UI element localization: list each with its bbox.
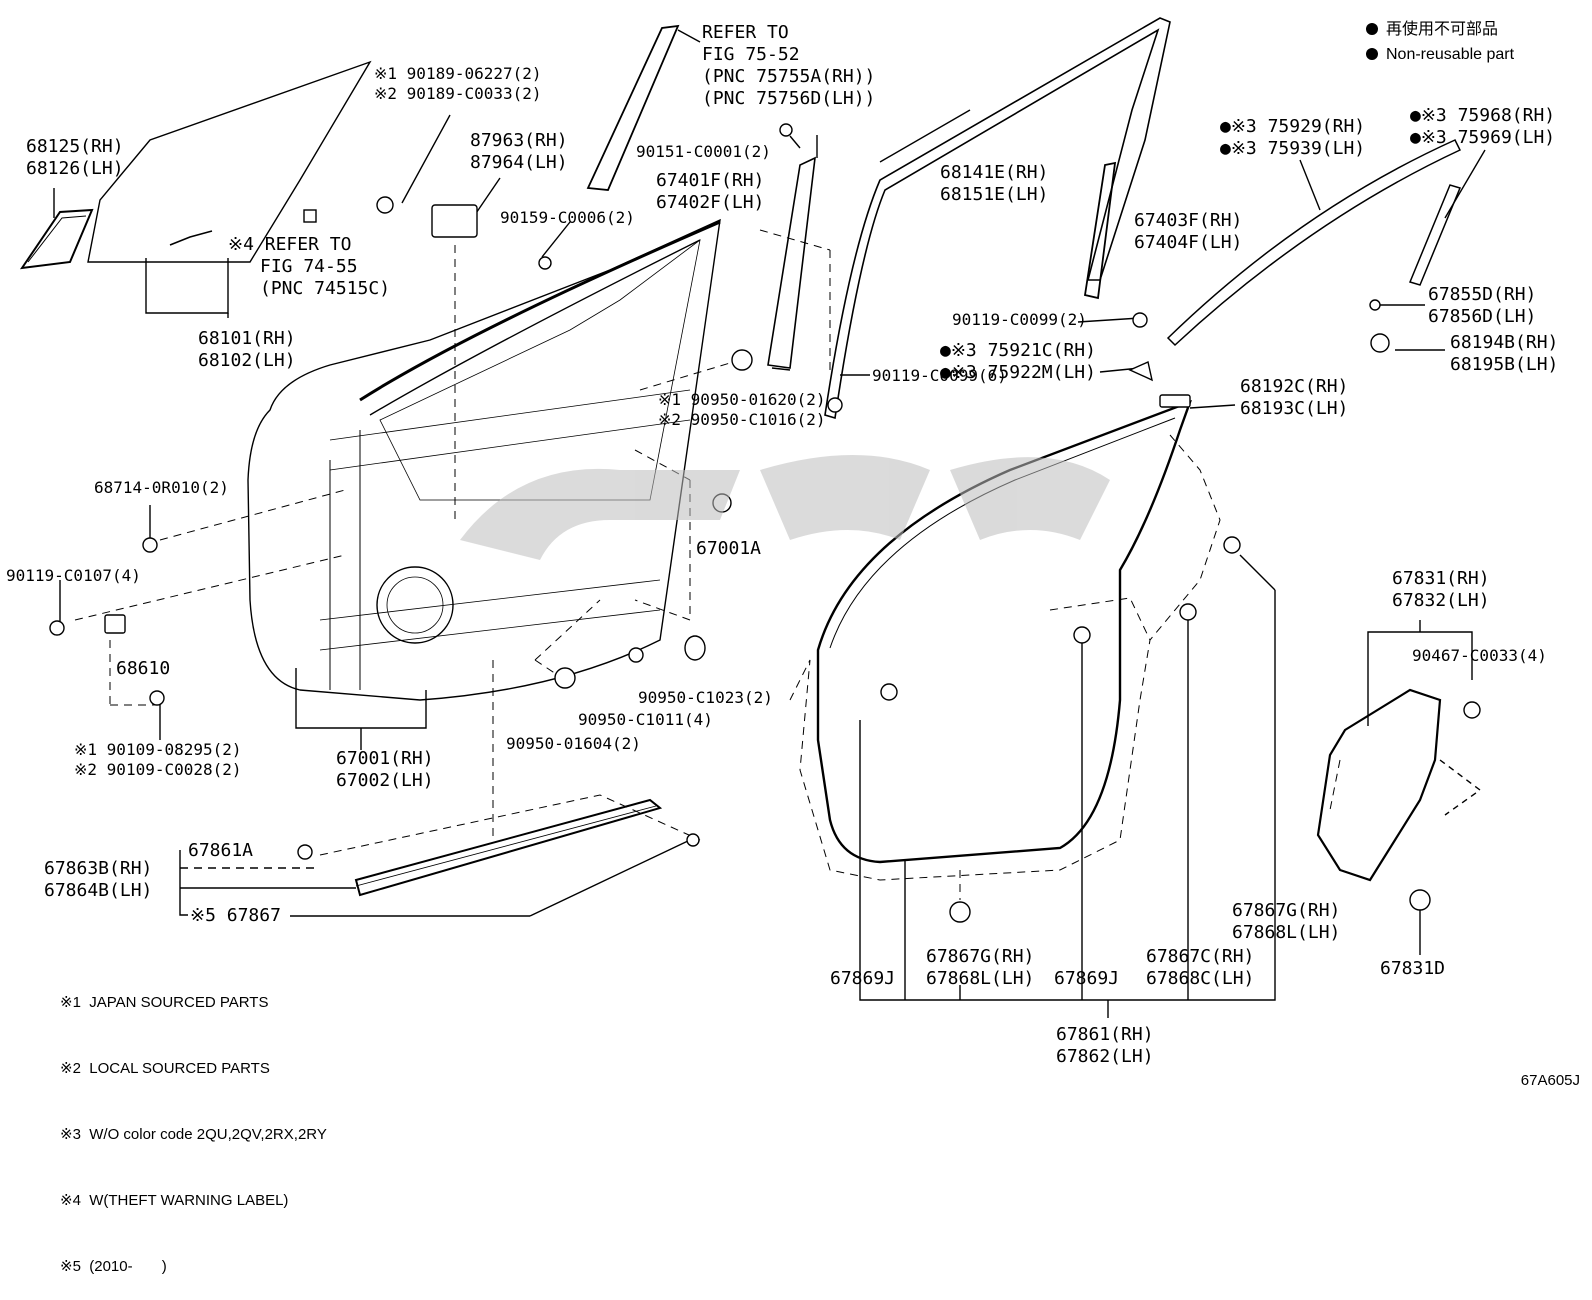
door-frame-garnish xyxy=(586,24,680,191)
label-67867: ※5 67867 xyxy=(190,905,281,926)
run-channel xyxy=(767,156,816,369)
footnotes: ※1 JAPAN SOURCED PARTS ※2 LOCAL SOURCED … xyxy=(60,948,327,1300)
footnote-1: ※1 JAPAN SOURCED PARTS xyxy=(60,994,269,1011)
label-90950-01620: ※1 90950-01620(2)※2 90950-C1016(2) xyxy=(658,390,826,429)
label-67867g-bottom: 67867G(RH)67868L(LH) xyxy=(926,946,1035,989)
label-68610: 68610 xyxy=(116,658,171,679)
label-68714: 68714-0R010(2) xyxy=(94,478,229,497)
belt-molding xyxy=(1166,139,1462,347)
label-67001: 67001(RH)67002(LH) xyxy=(336,748,434,791)
quarter-glass xyxy=(19,208,94,270)
label-90159: 90159-C0006(2) xyxy=(500,208,635,227)
rocker-molding xyxy=(354,798,663,897)
label-90950-c1011: 90950-C1011(4) xyxy=(578,710,713,729)
legend-en: Non-reusable part xyxy=(1366,45,1514,65)
label-67867c: 67867C(RH)67868C(LH) xyxy=(1146,946,1255,989)
label-67863: 67863B(RH)67864B(LH) xyxy=(44,858,153,901)
pillar-molding xyxy=(1408,184,1462,286)
figure-code: 67A605J xyxy=(1520,1072,1580,1089)
footnote-4: ※4 W(THEFT WARNING LABEL) xyxy=(60,1192,289,1209)
label-68194: 68194B(RH)68195B(LH) xyxy=(1450,332,1559,375)
label-67861: 67861(RH)67862(LH) xyxy=(1056,1024,1154,1067)
door-outer-panel xyxy=(247,218,721,701)
label-68101: 68101(RH)68102(LH) xyxy=(198,328,296,371)
label-67867g-right: 67867G(RH)67868L(LH) xyxy=(1232,900,1341,943)
label-75968: ●※3 75968(RH)●※3 75969(LH) xyxy=(1410,105,1556,148)
footnote-5: ※5 (2010- ) xyxy=(60,1258,167,1275)
label-90119-c0107: 90119-C0107(4) xyxy=(6,566,141,585)
label-67869j-right: 67869J xyxy=(1054,968,1120,989)
label-67831: 67831(RH)67832(LH) xyxy=(1392,568,1490,611)
label-67861a: 67861A xyxy=(188,840,254,861)
label-90950-01604: 90950-01604(2) xyxy=(506,734,641,753)
label-68125: 68125(RH)68126(LH) xyxy=(26,136,124,179)
legend-jp: 再使用不可部品 xyxy=(1366,20,1498,40)
label-67001a: 67001A xyxy=(696,538,762,559)
label-75929: ●※3 75929(RH)●※3 75939(LH) xyxy=(1220,116,1366,159)
label-75921: ●※3 75921C(RH)●※3 75922M(LH) xyxy=(940,340,1096,383)
door-glass xyxy=(87,60,372,263)
label-67869j-left: 67869J xyxy=(830,968,896,989)
footnote-3: ※3 W/O color code 2QU,2QV,2RX,2RY xyxy=(60,1126,327,1143)
outer-weatherstrip xyxy=(824,17,1171,420)
parts-diagram xyxy=(19,17,1486,1018)
label-68141: 68141E(RH)68151E(LH) xyxy=(940,162,1049,205)
label-90151: 90151-C0001(2) xyxy=(636,142,771,161)
non-reusable-dot-icon xyxy=(1366,23,1378,35)
label-67401: 67401F(RH)67402F(LH) xyxy=(656,170,765,213)
label-90950-c1023: 90950-C1023(2) xyxy=(638,688,773,707)
label-67831d: 67831D xyxy=(1380,958,1446,979)
label-90467: 90467-C0033(4) xyxy=(1412,646,1547,665)
service-hole-cover xyxy=(1316,688,1442,882)
rear-lower-sash xyxy=(1083,161,1117,300)
label-90119-c0099-6: 90119-C0099(6) xyxy=(872,366,1007,385)
label-67403: 67403F(RH)67404F(LH) xyxy=(1134,210,1243,253)
footnote-2: ※2 LOCAL SOURCED PARTS xyxy=(60,1060,270,1077)
label-90119-c0099-2: 90119-C0099(2) xyxy=(952,310,1087,329)
label-glass-bolt: ※1 90189-06227(2)※2 90189-C0033(2) xyxy=(374,64,542,103)
non-reusable-dot-icon xyxy=(1366,48,1378,60)
label-68192: 68192C(RH)68193C(LH) xyxy=(1240,376,1349,419)
label-87963: 87963(RH)87964(LH) xyxy=(470,130,568,173)
label-67855: 67855D(RH)67856D(LH) xyxy=(1428,284,1537,327)
label-90109: ※1 90109-08295(2)※2 90109-C0028(2) xyxy=(74,740,242,779)
